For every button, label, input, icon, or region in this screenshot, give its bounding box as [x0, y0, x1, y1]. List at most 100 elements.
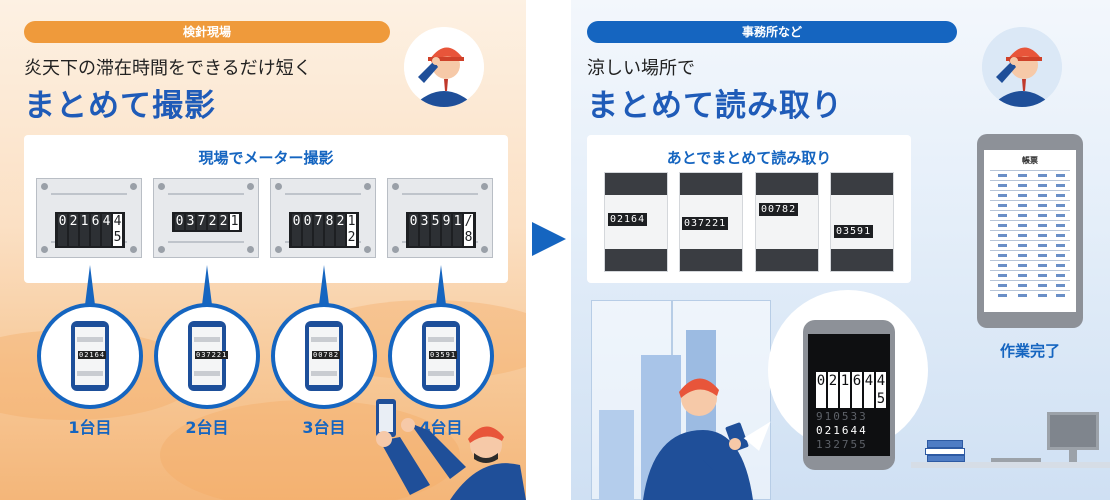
report-row [990, 240, 1070, 241]
section-headline: まとめて撮影 [24, 88, 216, 124]
report-row [990, 220, 1070, 221]
report-cell [1056, 224, 1065, 227]
phone-capture-2: 037221 [154, 303, 260, 409]
report-cell [1038, 214, 1047, 217]
report-cell [998, 184, 1007, 187]
report-cell [1056, 264, 1065, 267]
report-tablet: 帳票 [977, 134, 1083, 328]
report-cell [1056, 274, 1065, 277]
report-cell [1018, 224, 1027, 227]
report-row [990, 180, 1070, 181]
report-cell [1018, 284, 1027, 287]
report-cell [1038, 234, 1047, 237]
report-cell [1056, 214, 1065, 217]
report-cell [1018, 294, 1027, 297]
office-worker-illustration [643, 378, 753, 500]
report-cell [1018, 194, 1027, 197]
report-row [990, 210, 1070, 211]
report-cell [1018, 254, 1027, 257]
report-cell [1056, 294, 1065, 297]
report-cell [1056, 284, 1065, 287]
report-cell [1038, 244, 1047, 247]
report-cell [998, 224, 1007, 227]
report-row [990, 270, 1070, 271]
binder [927, 455, 965, 462]
binder [925, 448, 965, 455]
phone-icon: 00782 [305, 321, 343, 391]
report-cell [1056, 184, 1065, 187]
device-count-label: 1台目 [68, 418, 112, 437]
reel-digits: 021644 [816, 424, 868, 437]
report-cell [998, 294, 1007, 297]
report-row [990, 280, 1070, 281]
report-row [990, 230, 1070, 231]
report-cell [1018, 244, 1027, 247]
report-cell [1018, 234, 1027, 237]
phone-capture-1: 02164 [37, 303, 143, 409]
callout-pointer [435, 265, 447, 313]
report-cell [998, 254, 1007, 257]
section-headline: まとめて読み取り [587, 88, 843, 124]
monitor [1047, 412, 1099, 450]
report-row [990, 290, 1070, 291]
report-cell [1038, 264, 1047, 267]
task-complete-label: 作業完了 [999, 342, 1060, 360]
phone-capture-3: 00782 [271, 303, 377, 409]
report-cell [1018, 204, 1027, 207]
report-row [990, 260, 1070, 261]
phone-icon: 03591 [422, 321, 460, 391]
report-cell [1056, 204, 1065, 207]
section-subtitle: 炎天下の滞在時間をできるだけ短く [24, 58, 312, 79]
report-cell [998, 204, 1007, 207]
report-cell [1056, 254, 1065, 257]
report-cell [1038, 194, 1047, 197]
report-cell [1056, 174, 1065, 177]
office-panel: 事務所など 涼しい場所で まとめて読み取り あとでまとめて読み取り 02164 … [571, 0, 1110, 500]
callout-pointer [318, 265, 330, 313]
report-cell [1056, 244, 1065, 247]
report-row [990, 200, 1070, 201]
scanned-photo: 00782 [755, 172, 819, 272]
batch-read-card-title: あとでまとめて読み取り [666, 149, 832, 167]
flow-arrow [532, 222, 566, 256]
report-title: 帳票 [1022, 156, 1038, 165]
report-cell [1018, 214, 1027, 217]
report-cell [1038, 274, 1047, 277]
reel-digits: 910533 [816, 410, 868, 423]
reel-digits: 132755 [816, 438, 868, 451]
device-count-label: 2台目 [185, 418, 229, 437]
section-tag: 検針現場 [24, 21, 390, 43]
binder [927, 440, 963, 448]
report-cell [1038, 254, 1047, 257]
report-cell [1018, 264, 1027, 267]
worker-avatar [982, 27, 1062, 107]
report-cell [1056, 234, 1065, 237]
report-cell [1038, 284, 1047, 287]
phone-capture-4: 03591 [388, 303, 494, 409]
callout-pointer [201, 265, 213, 313]
report-cell [998, 214, 1007, 217]
worker-avatar [404, 27, 484, 107]
scanned-photo: 02164 [604, 172, 668, 272]
report-cell [1038, 224, 1047, 227]
report-row [990, 250, 1070, 251]
desk [911, 462, 1110, 468]
report-cell [1018, 184, 1027, 187]
phone-icon: 02164 [71, 321, 109, 391]
device-count-label: 3台目 [302, 418, 346, 437]
report-row [990, 190, 1070, 191]
report-cell [1018, 174, 1027, 177]
section-tag: 事務所など [587, 21, 957, 43]
report-cell [998, 194, 1007, 197]
report-cell [998, 284, 1007, 287]
